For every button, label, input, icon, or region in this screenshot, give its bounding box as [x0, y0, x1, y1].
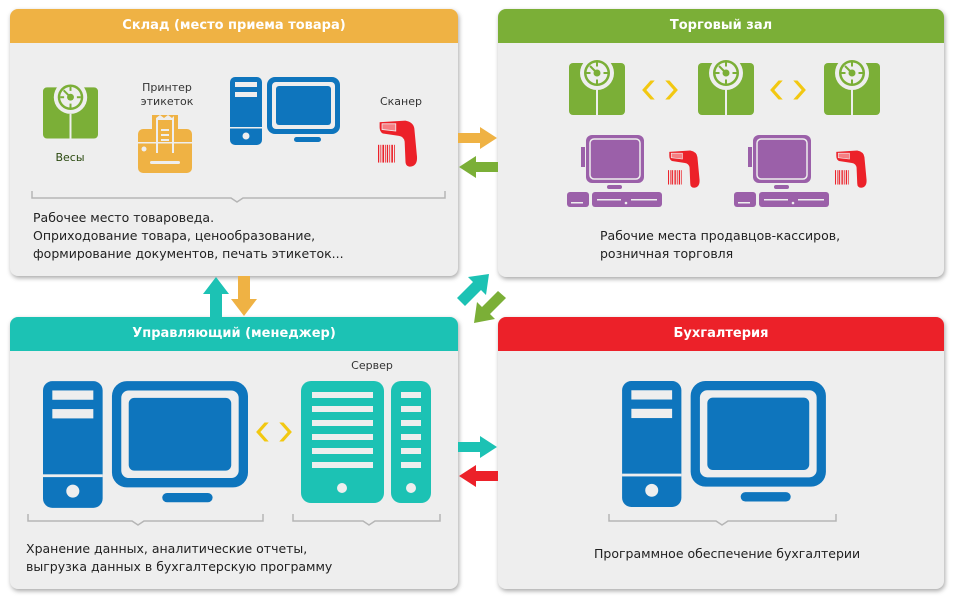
printer-label-line2: этикеток — [140, 95, 194, 108]
server-icon — [301, 381, 431, 503]
printer-label-line1: Принтер — [142, 81, 192, 94]
arrow-manager-to-warehouse — [203, 277, 229, 317]
pos-terminal-icon — [567, 135, 662, 207]
scales-icon — [569, 56, 625, 116]
connection-icon — [640, 80, 680, 100]
arrow-sales-floor-to-warehouse — [459, 156, 498, 178]
group-bracket — [31, 191, 446, 203]
arrow-warehouse-to-sales-floor — [458, 127, 497, 149]
description-line: выгрузка данных в бухгалтерскую программ… — [26, 559, 333, 574]
group-bracket — [292, 514, 441, 526]
accounting-header: Бухгалтерия — [498, 317, 944, 351]
arrow-warehouse-to-manager — [231, 276, 257, 316]
barcode-scanner-icon — [378, 115, 420, 173]
barcode-scanner-icon — [835, 147, 869, 192]
scanner-label: Сканер — [379, 95, 422, 108]
description-line: Рабочие места продавцов-кассиров, — [600, 228, 841, 243]
description-line: Рабочее место товароведа. — [33, 210, 215, 225]
arrow-accounting-to-manager — [459, 465, 498, 487]
scales-icon — [698, 56, 754, 116]
warehouse-panel: Склад (место приема товара) Весы Принтер… — [10, 9, 458, 276]
scales-icon — [43, 81, 98, 139]
group-bracket — [27, 514, 264, 526]
server-label: Сервер — [351, 359, 393, 372]
accounting-computer-icon — [621, 381, 827, 507]
description-line: Программное обеспечение бухгалтерии — [594, 546, 861, 561]
group-bracket — [608, 514, 837, 526]
sales-floor-header: Торговый зал — [498, 9, 944, 43]
warehouse-header: Склад (место приема товара) — [10, 9, 458, 43]
description-line: формирование документов, печать этикеток… — [33, 246, 344, 261]
pos-terminal-icon — [734, 135, 829, 207]
manager-header: Управляющий (менеджер) — [10, 317, 458, 351]
label-printer-icon — [138, 115, 192, 173]
manager-panel: Управляющий (менеджер) Сервер Хранение д… — [10, 317, 458, 589]
description-line: розничная торговля — [600, 246, 734, 261]
connection-icon — [254, 422, 294, 442]
arrow-manager-to-accounting — [458, 436, 497, 458]
sales-floor-panel: Торговый зал Рабочие места продавцов-кас… — [498, 9, 944, 277]
sales-floor-description: Рабочие места продавцов-кассиров, рознич… — [600, 227, 840, 263]
scales-icon — [824, 56, 880, 116]
accounting-panel: Бухгалтерия Программное обеспечение бухг… — [498, 317, 944, 589]
manager-description: Хранение данных, аналитические отчеты, в… — [26, 540, 332, 576]
arrow-manager-to-sales-floor — [457, 274, 489, 306]
workstation-computer-icon — [230, 77, 340, 145]
description-line: Оприходование товара, ценообразование, — [33, 228, 316, 243]
connection-icon — [768, 80, 808, 100]
warehouse-description: Рабочее место товароведа. Оприходование … — [33, 209, 344, 263]
workstation-computer-icon — [43, 381, 248, 508]
scales-label: Весы — [55, 151, 85, 164]
barcode-scanner-icon — [668, 147, 702, 192]
printer-label: Принтер этикеток — [127, 81, 207, 109]
accounting-description: Программное обеспечение бухгалтерии — [594, 545, 860, 563]
arrow-sales-floor-to-manager — [474, 291, 506, 323]
description-line: Хранение данных, аналитические отчеты, — [26, 541, 308, 556]
